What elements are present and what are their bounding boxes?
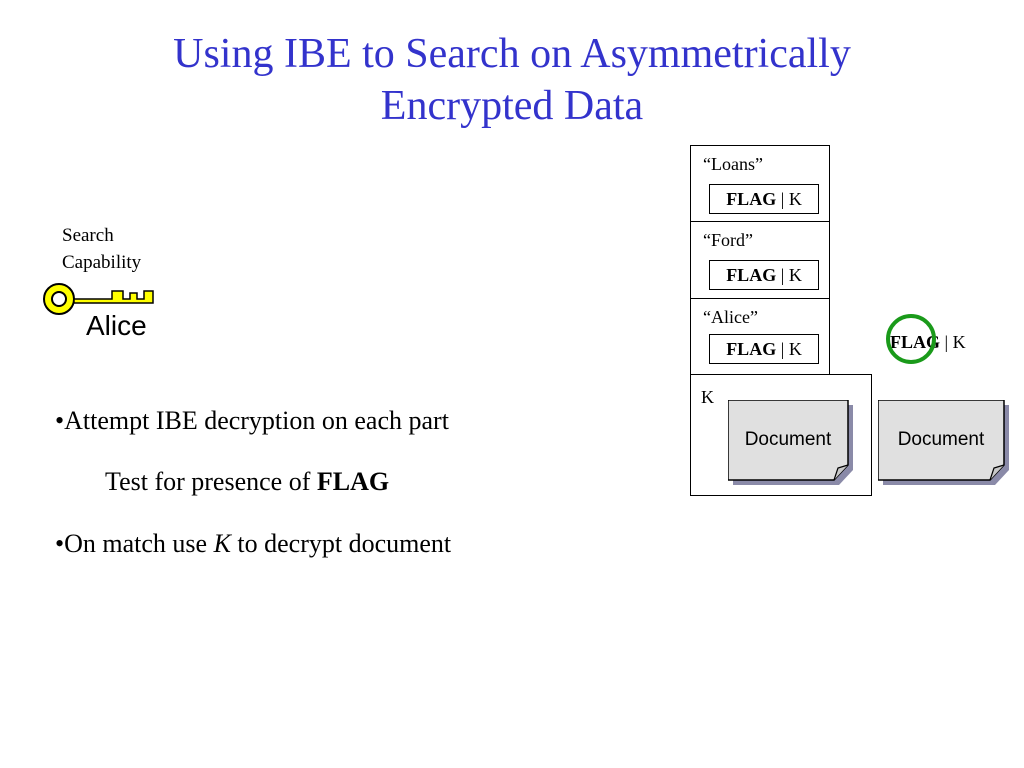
bullet-on-match-text-1: •On match use (55, 529, 214, 558)
flag-k-box: FLAG | K (709, 184, 819, 214)
bullet-on-match-text-2: to decrypt document (230, 529, 452, 558)
slide-title: Using IBE to Search on Asymmetrically En… (0, 28, 1024, 132)
bullet-attempt-decryption: •Attempt IBE decryption on each part (55, 406, 449, 435)
decrypted-document-icon: Document (878, 400, 1009, 485)
bullet-test-flag-text: Test for presence of (105, 467, 317, 496)
flag-text: FLAG (726, 338, 777, 359)
title-line-1: Using IBE to Search on Asymmetrically (173, 31, 851, 77)
search-capability-label: Search Capability (62, 222, 141, 276)
bullet-test-flag-bold: FLAG (316, 467, 390, 496)
flag-text: FLAG (726, 188, 777, 209)
alice-label: Alice (86, 310, 147, 341)
k-text: K (788, 338, 802, 359)
separator: | (776, 264, 789, 285)
bullet-list: •Attempt IBE decryption on each part Tes… (55, 400, 615, 560)
separator: | (776, 188, 789, 209)
key-icon (43, 283, 154, 315)
document-label: Document (897, 429, 985, 450)
k-text: K (952, 332, 966, 352)
keyword-label: “Loans” (703, 154, 763, 174)
encrypted-document-icon: Document (728, 400, 853, 485)
flag-k-box: FLAG | K (709, 334, 819, 364)
search-capability-line-1: Search (62, 225, 114, 246)
match-highlight-circle (886, 314, 936, 364)
bullet-on-match: •On match use K to decrypt document (55, 529, 451, 559)
keyword-label: “Ford” (703, 230, 753, 250)
k-text: K (788, 264, 802, 285)
k-text: K (788, 188, 802, 209)
separator: | (940, 332, 953, 352)
keyword-label: “Alice” (703, 307, 758, 327)
document-label: Document (744, 429, 832, 450)
ciphertext-row-ford: “Ford” FLAG | K (690, 221, 830, 300)
search-capability-line-2: Capability (62, 252, 142, 273)
doc-row-k-label: K (701, 387, 714, 407)
bullet-on-match-italic: K (213, 529, 231, 558)
bullet-test-flag: Test for presence of FLAG (105, 467, 389, 497)
flag-text: FLAG (726, 264, 777, 285)
title-line-2: Encrypted Data (380, 83, 644, 129)
flag-k-box: FLAG | K (709, 260, 819, 290)
separator: | (776, 338, 789, 359)
ciphertext-row-loans: “Loans” FLAG | K (690, 145, 830, 223)
ciphertext-row-alice: “Alice” FLAG | K (690, 298, 830, 376)
